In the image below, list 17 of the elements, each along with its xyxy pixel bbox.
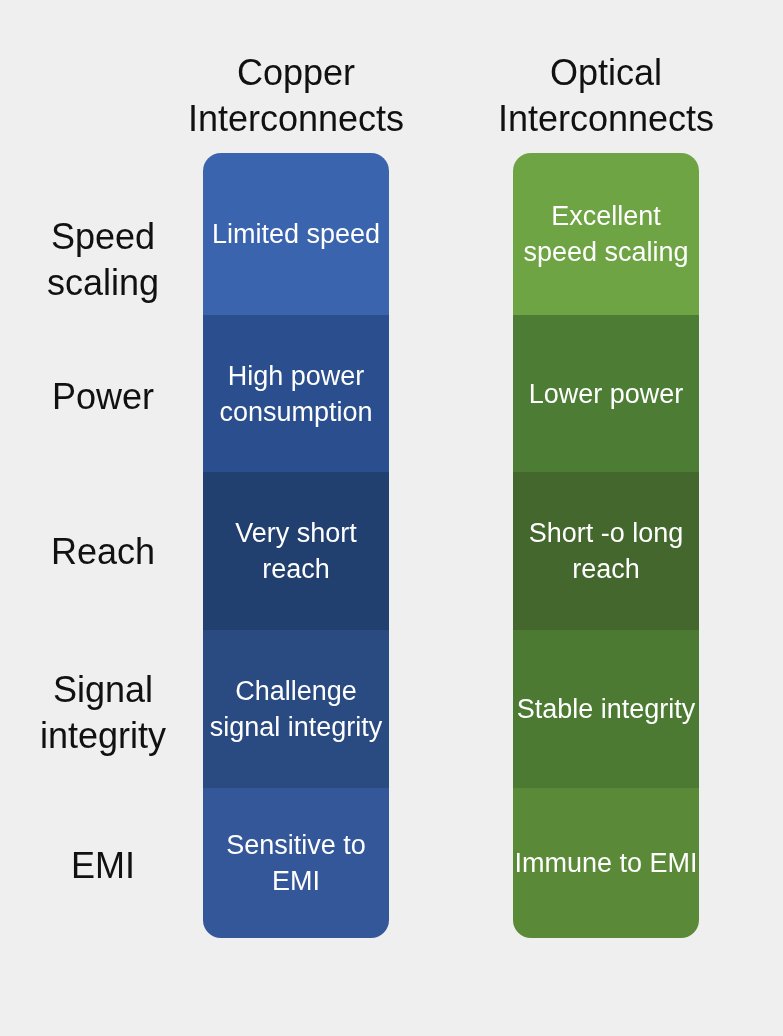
row-label: Reach <box>49 530 157 574</box>
cell-text: Limited speed <box>210 218 382 251</box>
column-heading: Optical Interconnects <box>496 51 716 141</box>
row-label: Power <box>50 375 155 419</box>
cell-text: Lower power <box>527 377 685 411</box>
cell-text: Immune to EMI <box>514 847 698 880</box>
cell-text: Challenge signal integrity <box>208 675 384 744</box>
column-heading: Copper Interconnects <box>186 51 406 141</box>
cell-text: High power consumption <box>218 359 374 429</box>
cell-text: Sensitive to EMI <box>225 829 367 898</box>
row-label: EMI <box>70 844 136 888</box>
cell-text: Excellent speed scaling <box>522 200 690 269</box>
row-label: Signal integrity <box>38 668 168 758</box>
cell-text: Very short reach <box>234 517 358 586</box>
cell-text: Stable integrity <box>515 693 697 726</box>
cell-text: Short -o long reach <box>527 517 685 586</box>
row-label: Speed scaling <box>45 215 161 305</box>
